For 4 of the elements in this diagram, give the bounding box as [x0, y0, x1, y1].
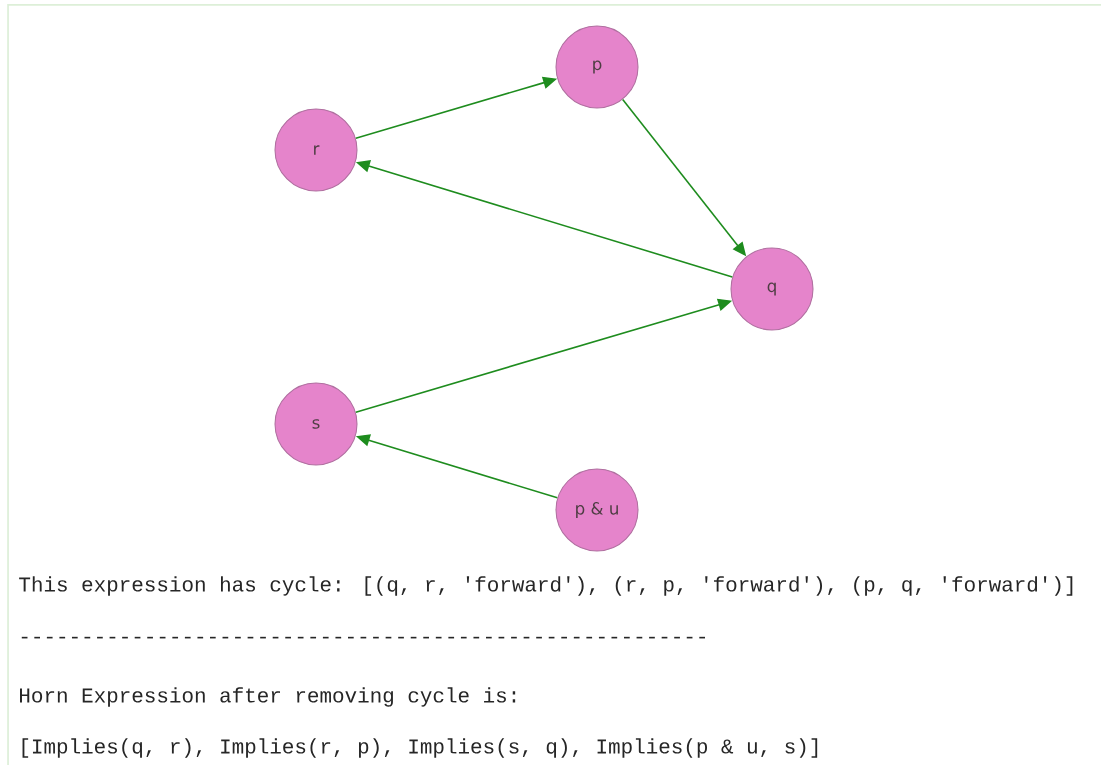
result-text: [Implies(q, r), Implies(r, p), Implies(s, q), Implies(p & u, s)]	[22, 738, 818, 758]
heading-text: Horn Expression after removing cycle is:	[20, 687, 516, 707]
result-text: This expression has cycle: [(q, r, 'forward'), (r, p, 'forward'), (p, q, 'forward')]	[19, 576, 1073, 596]
separator-line: -------------------------------------------------------	[21, 636, 705, 639]
